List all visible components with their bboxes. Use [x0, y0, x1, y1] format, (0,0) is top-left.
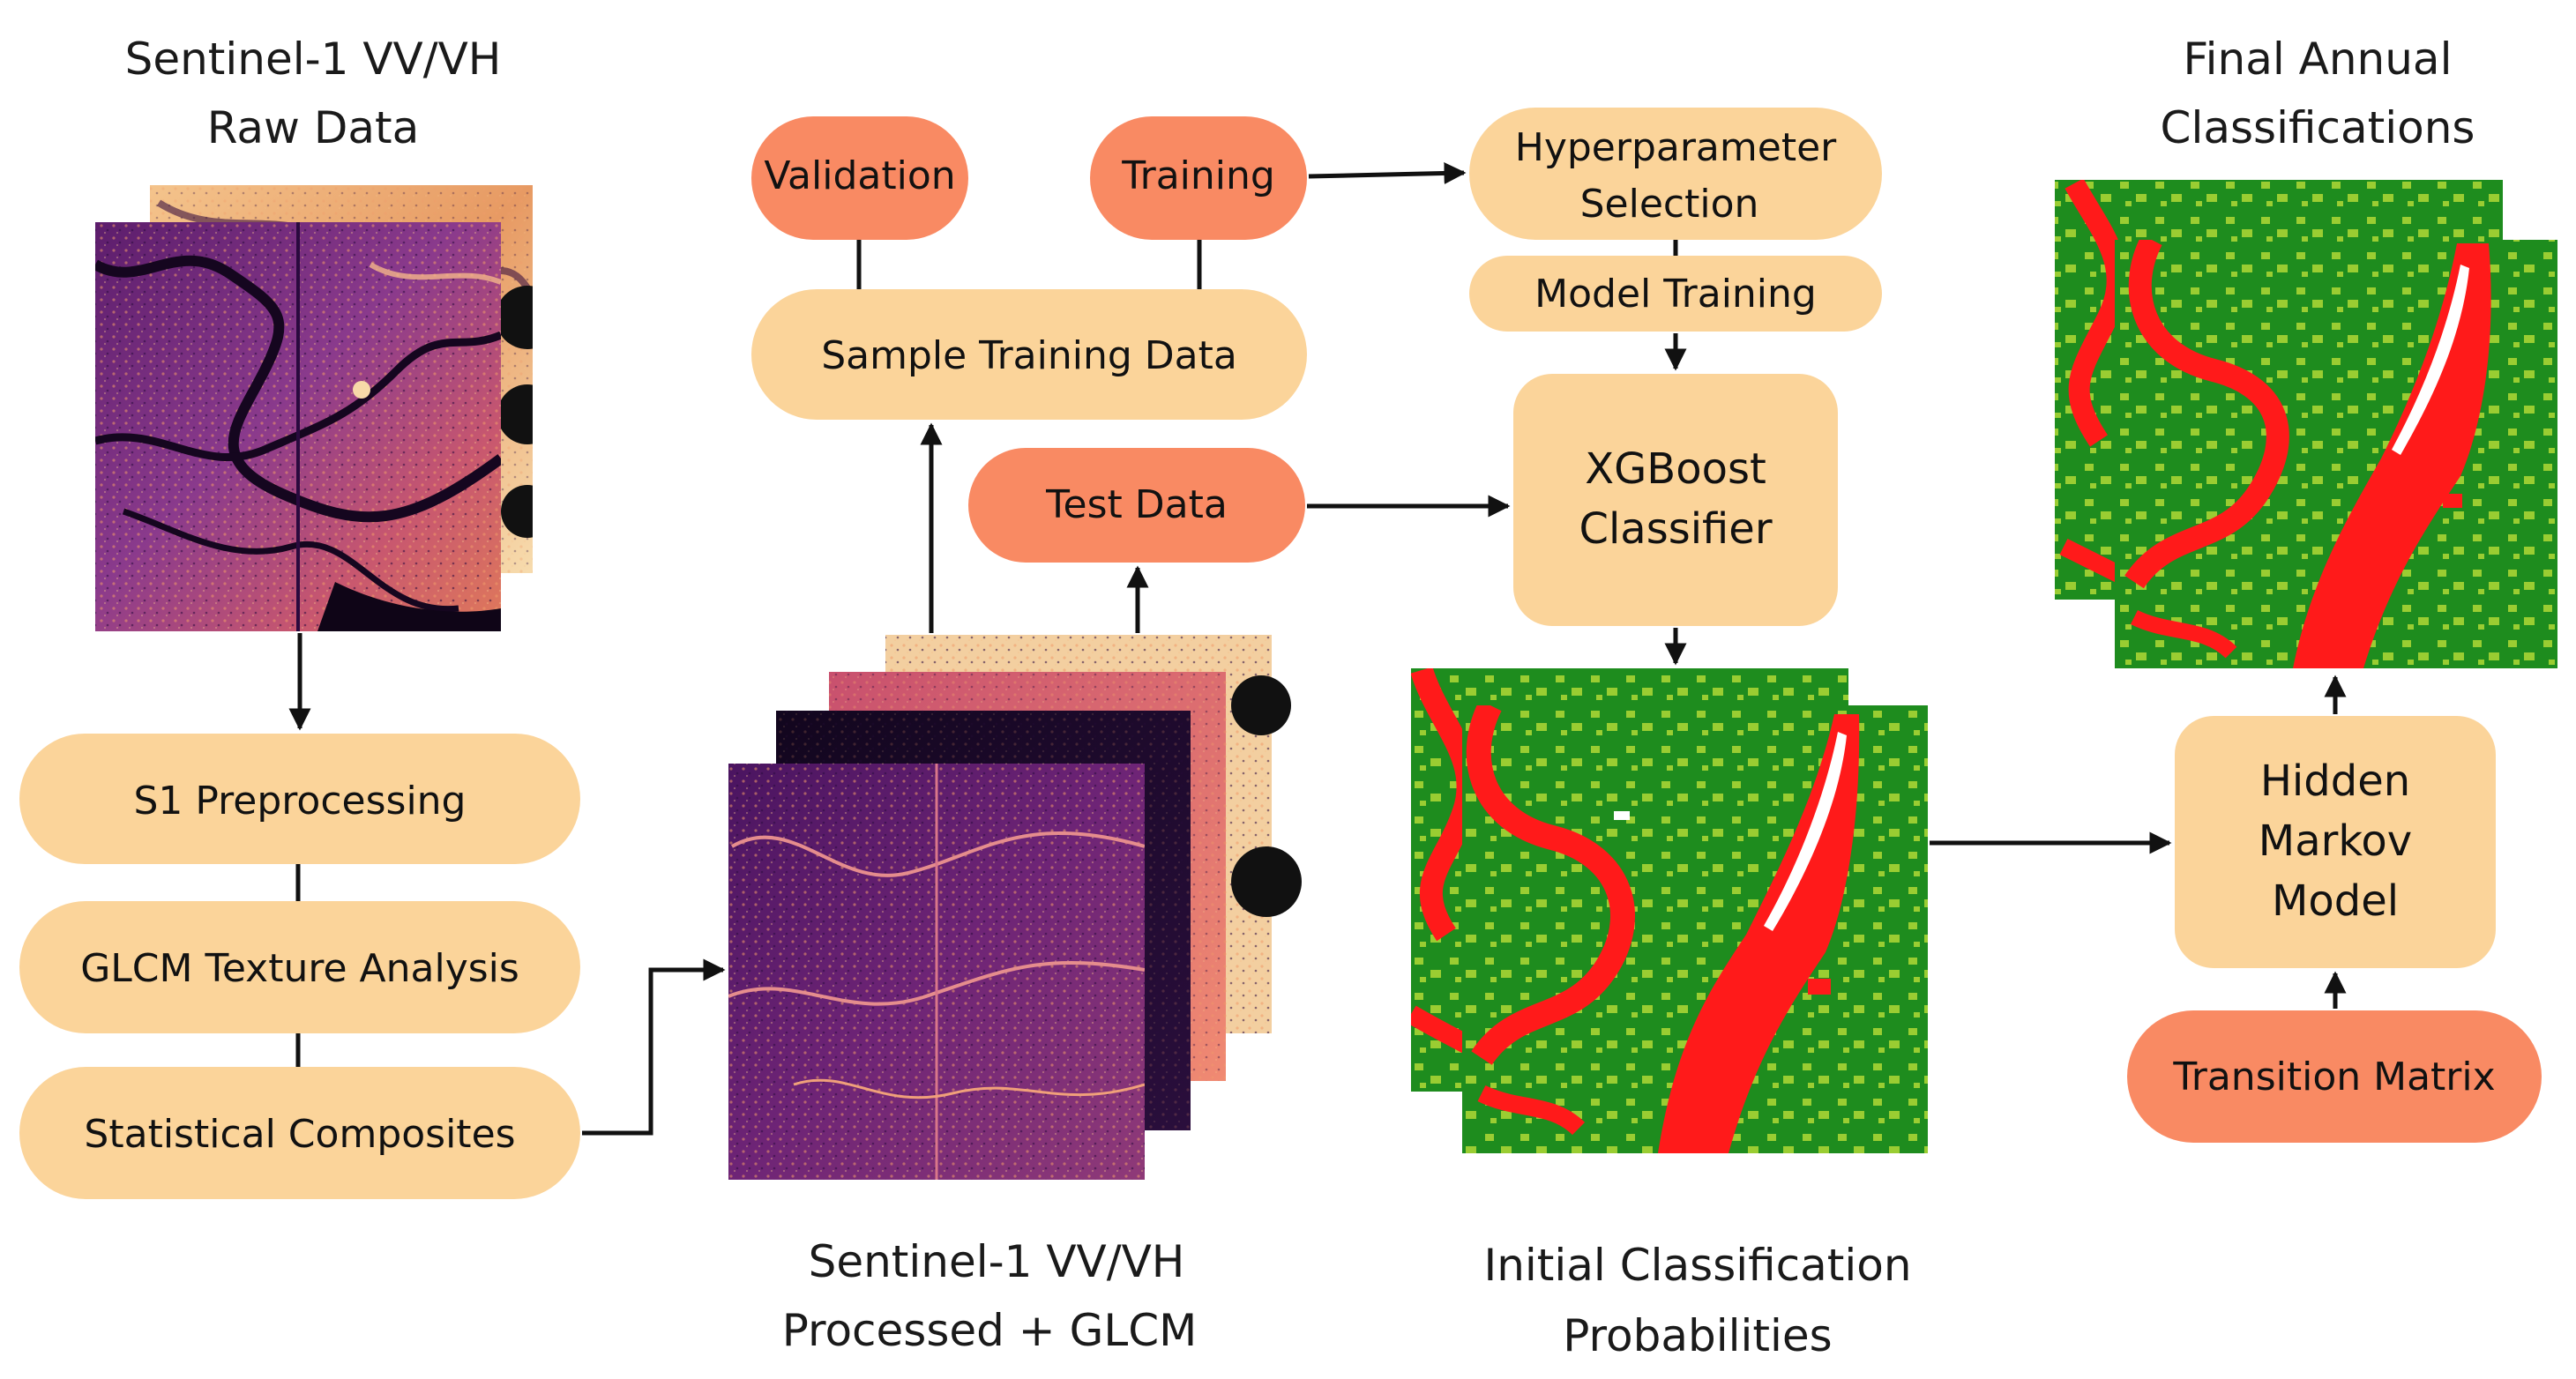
- arrow-training-to-hyperparameter: [1308, 162, 1467, 185]
- statistical-composites-label: Statistical Composites: [84, 1112, 515, 1157]
- sample-training-data-box: Sample Training Data: [751, 289, 1307, 420]
- glcm-texture-box: GLCM Texture Analysis: [19, 901, 580, 1033]
- hidden-markov-model-box: Hidden Markov Model: [2175, 716, 2496, 968]
- sar-processed-glcm-stack: [728, 635, 1302, 1180]
- caption-initial: Initial Classification Probabilities: [1483, 1240, 1911, 1361]
- model-training-box: Model Training: [1469, 256, 1882, 332]
- transition-matrix-box: Transition Matrix: [2127, 1010, 2542, 1143]
- glcm-texture-label: GLCM Texture Analysis: [80, 946, 519, 991]
- statistical-composites-box: Statistical Composites: [19, 1067, 580, 1199]
- hmm-label-line2: Markov: [2259, 816, 2412, 866]
- arrow-composites-to-processed: [582, 958, 726, 1136]
- sample-training-data-label: Sample Training Data: [821, 333, 1237, 378]
- hmm-label-line3: Model: [2272, 876, 2399, 926]
- caption-initial-line1: Initial Classification: [1483, 1240, 1911, 1291]
- validation-label: Validation: [764, 153, 955, 198]
- xgboost-classifier-box: XGBoost Classifier: [1513, 374, 1838, 626]
- validation-box: Validation: [751, 116, 968, 240]
- initial-classification-stack: [1411, 668, 1928, 1153]
- model-training-label: Model Training: [1534, 272, 1817, 317]
- caption-processed-line1: Sentinel-1 VV/VH: [809, 1236, 1185, 1287]
- caption-final-line1: Final Annual: [2184, 34, 2453, 85]
- caption-initial-line2: Probabilities: [1563, 1310, 1832, 1361]
- s1-preprocessing-label: S1 Preprocessing: [134, 779, 467, 824]
- hyperparameter-label-line1: Hyperparameter: [1515, 125, 1837, 170]
- caption-processed: Sentinel-1 VV/VH Processed + GLCM: [782, 1236, 1198, 1356]
- xgboost-label-line2: Classifier: [1579, 504, 1772, 554]
- test-data-box: Test Data: [968, 448, 1305, 563]
- caption-final: Final Annual Classifications: [2161, 34, 2475, 153]
- training-box: Training: [1090, 116, 1307, 240]
- caption-raw-line1: Sentinel-1 VV/VH: [125, 34, 502, 85]
- training-label: Training: [1121, 153, 1275, 198]
- caption-final-line2: Classifications: [2161, 102, 2475, 153]
- transition-matrix-label: Transition Matrix: [2172, 1055, 2495, 1099]
- final-classification-stack: [2055, 180, 2557, 668]
- sar-raw-image-stack: [95, 185, 533, 631]
- caption-raw-data: Sentinel-1 VV/VH Raw Data: [125, 34, 502, 153]
- hyperparameter-selection-box: Hyperparameter Selection: [1469, 108, 1882, 240]
- hmm-label-line1: Hidden: [2260, 757, 2410, 806]
- test-data-label: Test Data: [1045, 482, 1228, 527]
- hyperparameter-label-line2: Selection: [1580, 182, 1759, 227]
- s1-preprocessing-box: S1 Preprocessing: [19, 734, 580, 864]
- caption-raw-line2: Raw Data: [207, 102, 419, 153]
- xgboost-label-line1: XGBoost: [1585, 444, 1766, 494]
- caption-processed-line2: Processed + GLCM: [782, 1305, 1198, 1356]
